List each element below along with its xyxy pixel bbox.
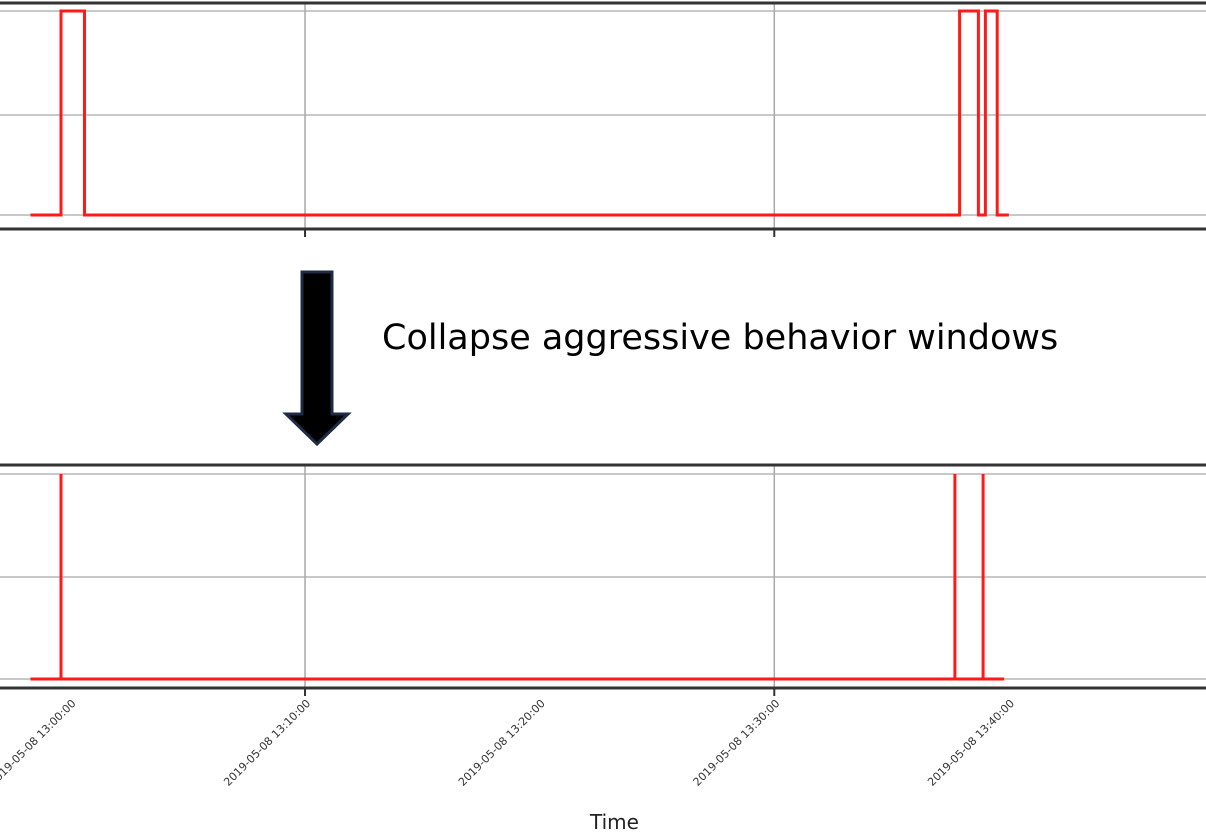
x-tick-label: 2019-05-08 13:20:00 (456, 697, 548, 789)
top-chart (0, 1, 1206, 237)
x-axis-label: Time (590, 810, 639, 834)
x-tick-label: 2019-05-08 13:30:00 (691, 697, 783, 789)
bottom-chart: 2019-05-08 13:00:00 2019-05-08 13:10:00 20… (0, 463, 1206, 789)
x-tick-label: 2019-05-08 13:40:00 (925, 697, 1017, 789)
annotation-text: Collapse aggressive behavior windows (382, 318, 1059, 358)
down-arrow-shape (282, 270, 352, 447)
series-line (30, 474, 1005, 681)
x-tick-label: 2019-05-08 13:10:00 (221, 697, 313, 789)
x-tick-label: 2019-05-08 13:00:00 (0, 697, 79, 789)
down-arrow-icon (282, 270, 352, 447)
series-line (30, 9, 1009, 217)
